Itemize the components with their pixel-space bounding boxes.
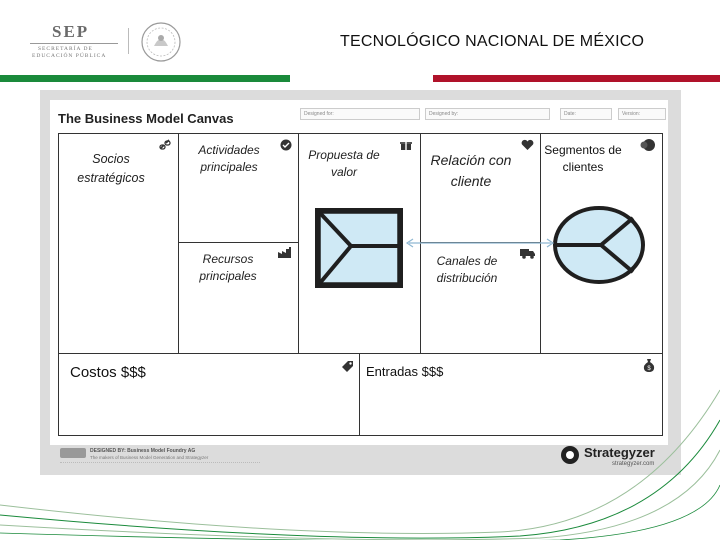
label-channels: Canales de distribución [436, 254, 498, 285]
label-customer-segments: Segmentos de clientes [544, 143, 622, 174]
header-divider [128, 28, 129, 54]
svg-text:$: $ [647, 366, 651, 372]
red-stripe [433, 75, 720, 82]
date-field: Date: [560, 108, 612, 120]
label-cost-structure: Costos $$$ [70, 364, 146, 381]
check-circle-icon [280, 139, 292, 151]
green-stripe [0, 75, 290, 82]
label-key-activities: Actividades principales [198, 143, 260, 174]
label-key-resources: Recursos principales [199, 252, 257, 283]
strategyzer-url: strategyzer.com [612, 461, 655, 467]
sep-logo: SEP SECRETARÍA DE EDUCACIÓN PÚBLICA [26, 20, 122, 62]
label-revenue-streams: Entradas $$$ [366, 364, 444, 379]
heart-icon [521, 139, 534, 150]
users-icon [640, 139, 655, 151]
strategyzer-brand: Strategyzer [584, 445, 655, 460]
sep-logo-wordmark: SEP [52, 22, 90, 41]
institution-title: TECNOLÓGICO NACIONAL DE MÉXICO [340, 33, 645, 50]
block-key-partners [58, 133, 180, 355]
sep-logo-rule [30, 43, 118, 44]
truck-icon [520, 249, 535, 259]
footer-makers-line: The makers of Business Model Generation … [90, 455, 209, 460]
factory-icon [278, 247, 291, 258]
canvas-title: The Business Model Canvas [58, 111, 234, 126]
gift-icon [400, 142, 412, 150]
price-tag-icon [342, 361, 353, 372]
strategyzer-logo: Strategyzer strategyzer.com [560, 443, 670, 471]
designed-for-field: Designed for: [300, 108, 420, 120]
mexico-seal-icon [141, 22, 181, 62]
strategyzer-logo-icon [561, 446, 579, 464]
creative-commons-icon [60, 448, 86, 458]
sep-logo-subtitle-1: SECRETARÍA DE [38, 46, 93, 52]
block-cost-structure [58, 353, 361, 436]
link-icon [159, 139, 171, 150]
label-customer-relationships: Relación con cliente [430, 152, 512, 189]
decorative-curves [0, 389, 720, 540]
label-key-partners: Socios estratégicos [77, 152, 145, 185]
footer-fine-print [60, 462, 260, 468]
value-proposition-diagram [315, 208, 403, 288]
money-bag-icon: $ [643, 359, 655, 372]
customer-segments-diagram [553, 206, 645, 284]
block-revenue-streams [359, 353, 663, 436]
footer-designed-by: DESIGNED BY: Business Model Foundry AG [90, 448, 196, 454]
label-value-proposition: Propuesta de valor [308, 148, 380, 179]
block-customer-relationships [420, 133, 542, 244]
designed-by-field: Designed by: [425, 108, 550, 120]
connector-arrow [405, 238, 555, 248]
version-field: Version: [618, 108, 666, 120]
sep-logo-subtitle-2: EDUCACIÓN PÚBLICA [32, 53, 107, 59]
block-key-resources [178, 242, 300, 355]
